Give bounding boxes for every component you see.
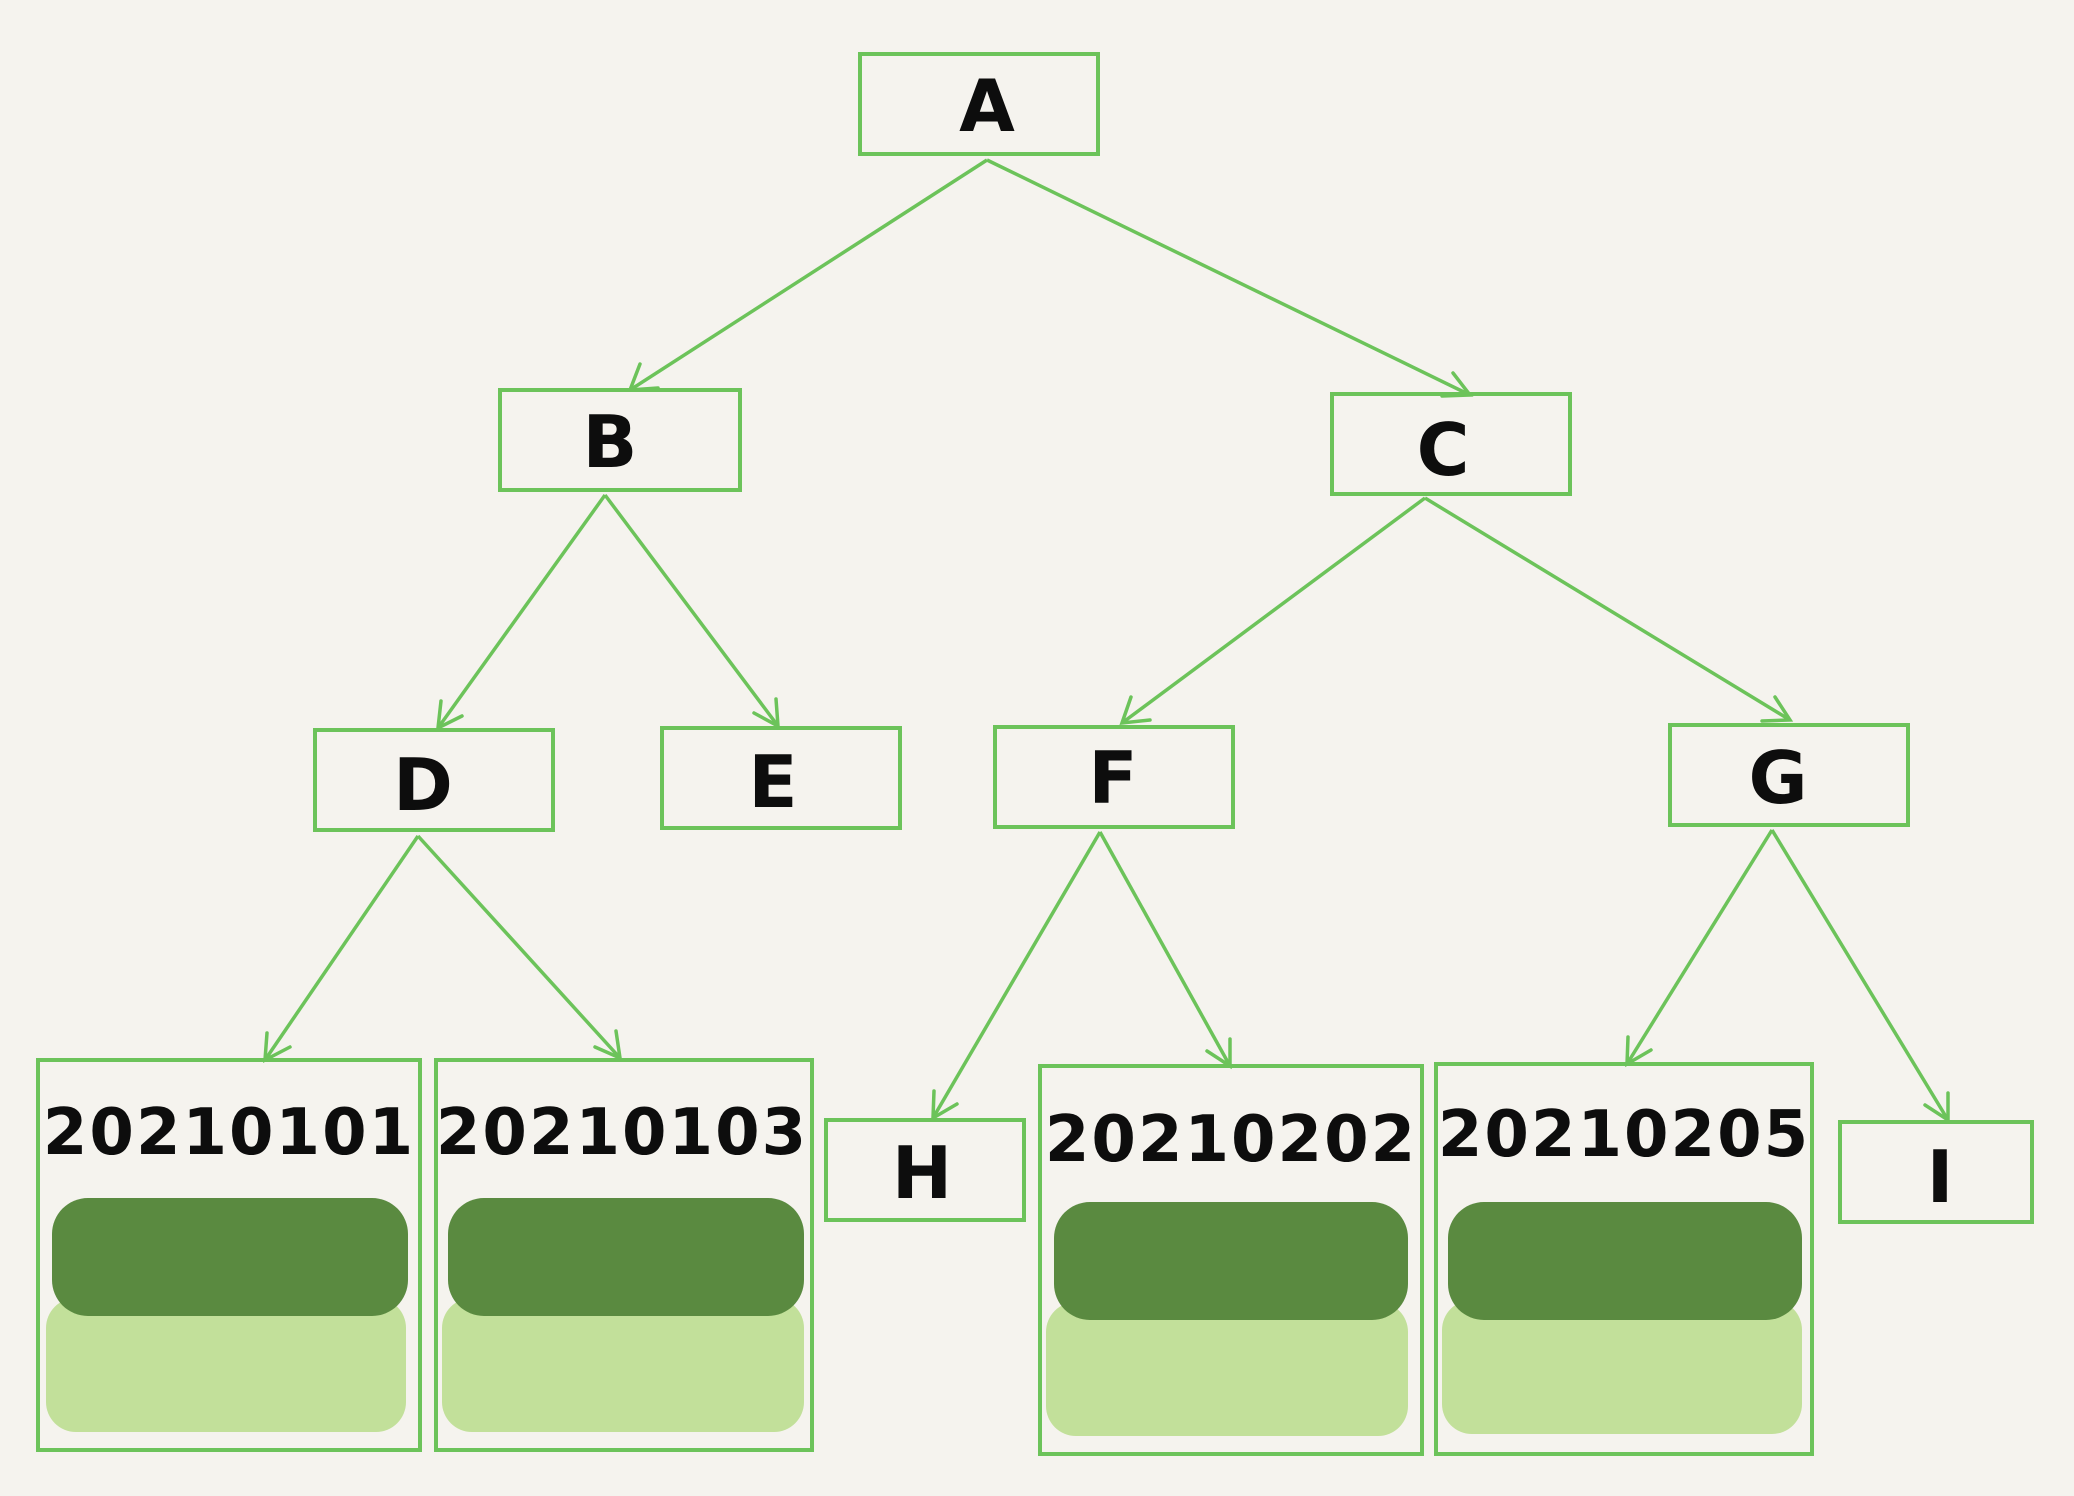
leaf-label: 20210103 (436, 1096, 808, 1170)
leaf-box (1038, 1064, 1424, 1456)
tree-node-b: B (498, 388, 742, 492)
node-box (858, 52, 1100, 156)
edge-f-h (931, 831, 1102, 1119)
leaf-label: 20210202 (1045, 1103, 1417, 1177)
data-row-light (1046, 1302, 1408, 1436)
tree-node-e: E (660, 726, 902, 830)
data-row-dark (448, 1198, 804, 1316)
data-row-dark (52, 1198, 408, 1316)
edge-c-f (1120, 496, 1427, 725)
tree-node-a: A (858, 52, 1100, 156)
edge-b-e (603, 493, 780, 728)
edge-c-g (1424, 496, 1791, 722)
leaf-box (1434, 1062, 1814, 1456)
leaf-page-20210101: 20210101 (36, 1058, 422, 1452)
node-label: F (1088, 736, 1137, 820)
node-label: C (1417, 408, 1470, 492)
tree-node-g: G (1668, 723, 1910, 827)
edge-d-leaf1 (263, 835, 420, 1061)
node-box (660, 726, 902, 830)
arrowhead-g-icon (1760, 695, 1794, 723)
edge-g-leaf4 (1625, 829, 1774, 1065)
arrowhead-i-icon (1923, 1091, 1950, 1124)
node-label: I (1927, 1135, 1954, 1219)
edge-f-leaf3 (1098, 831, 1232, 1067)
data-row-light (46, 1298, 406, 1432)
tree-node-f: F (993, 725, 1235, 829)
edge-b-d (436, 493, 607, 730)
node-label: A (959, 64, 1015, 148)
node-box (1330, 392, 1572, 496)
node-label: B (583, 400, 638, 484)
node-label: G (1748, 736, 1807, 820)
data-row-dark (1054, 1202, 1408, 1320)
leaf-page-20210103: 20210103 (434, 1058, 814, 1452)
node-box (1668, 723, 1910, 827)
node-box (498, 388, 742, 492)
leaf-box (36, 1058, 422, 1452)
node-box (993, 725, 1235, 829)
leaf-page-20210202: 20210202 (1038, 1064, 1424, 1456)
node-label: H (892, 1131, 952, 1215)
data-row-light (1442, 1300, 1802, 1434)
tree-node-i: I (1838, 1120, 2034, 1224)
arrowhead-leaf4-icon (1625, 1035, 1653, 1068)
data-row-dark (1448, 1202, 1802, 1320)
node-box (313, 728, 555, 832)
node-box (1838, 1120, 2034, 1224)
tree-node-h: H (824, 1118, 1026, 1222)
edge-d-leaf2 (416, 834, 622, 1060)
node-label: E (748, 740, 797, 824)
tree-node-d: D (313, 728, 555, 832)
tree-node-c: C (1330, 392, 1572, 496)
edge-a-b (629, 158, 988, 392)
leaf-page-20210205: 20210205 (1434, 1062, 1814, 1456)
edge-a-c (986, 158, 1471, 397)
leaf-label: 20210101 (43, 1096, 415, 1170)
data-row-light (442, 1298, 804, 1432)
edge-g-i (1770, 829, 1950, 1121)
node-label: D (393, 743, 453, 827)
leaf-label: 20210205 (1438, 1098, 1810, 1172)
leaf-box (434, 1058, 814, 1452)
edges (263, 158, 1950, 1124)
node-box (824, 1118, 1026, 1222)
arrowhead-f-icon (1119, 695, 1152, 726)
